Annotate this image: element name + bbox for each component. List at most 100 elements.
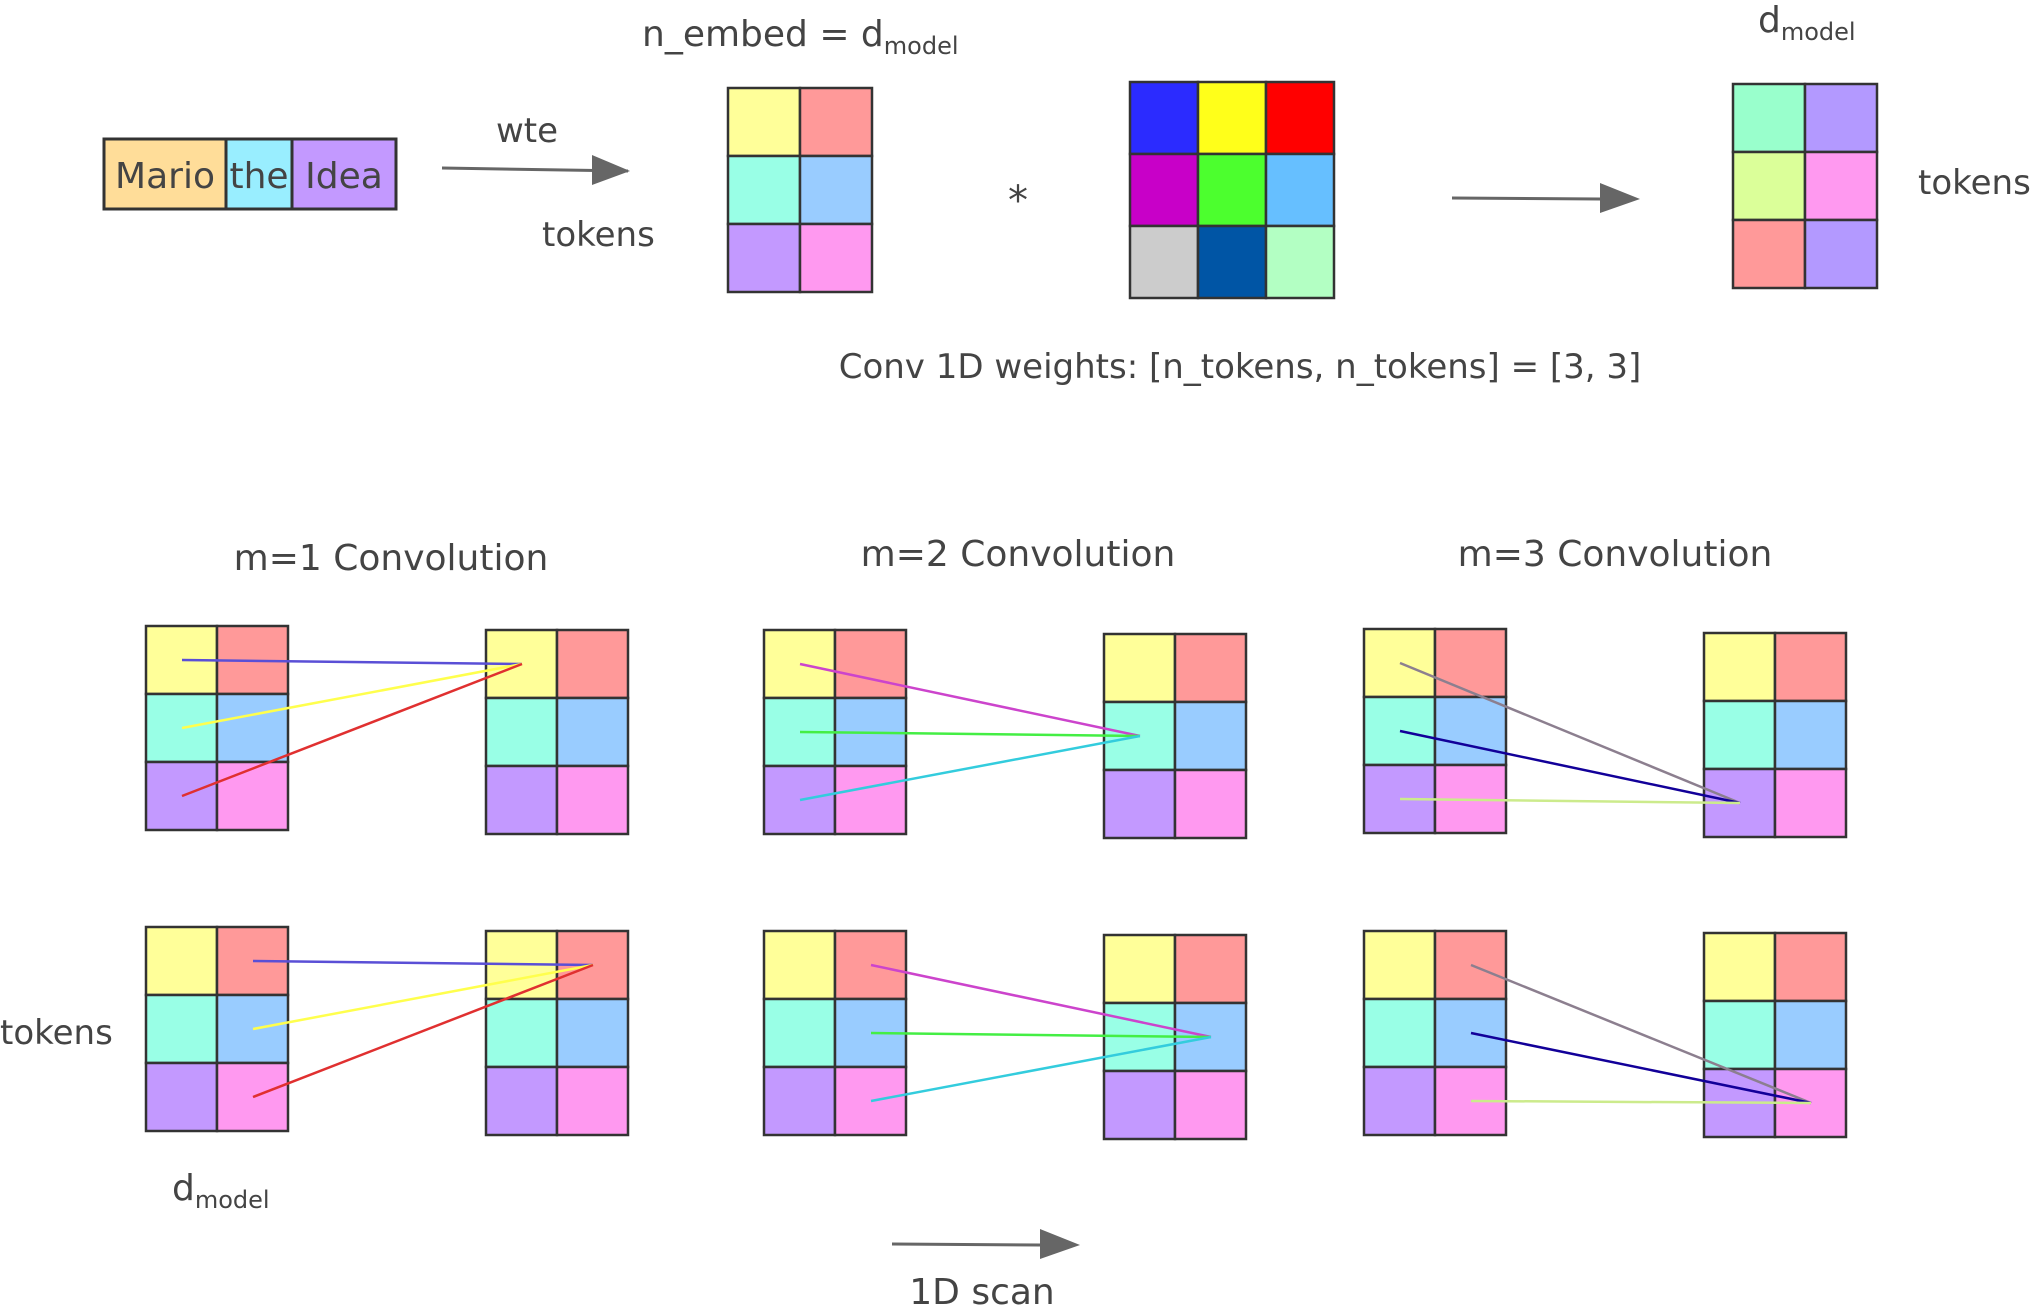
conv-m2-s1-output-cell-r1-c2 bbox=[1173, 632, 1248, 704]
conv-m2-s1-output-cell-r2-c2 bbox=[1173, 700, 1248, 772]
conv-m1-s1-connection-1 bbox=[181, 658, 523, 666]
output-arrow-head bbox=[1600, 183, 1640, 213]
conv-m2-s1-input-cell-r1-c2 bbox=[833, 628, 908, 700]
token-box-mario bbox=[102, 137, 228, 211]
conv-m1-s2-connection-1 bbox=[252, 959, 594, 967]
dmodel-label-output: dmodel bbox=[1758, 0, 1856, 46]
output-arrow bbox=[1451, 196, 1601, 201]
conv-m2-s2-input-cell-r3-c2 bbox=[833, 1065, 908, 1137]
embedding-cell-r3-c1 bbox=[726, 222, 802, 294]
conv-m3-s2-connection-2 bbox=[1470, 1031, 1812, 1105]
conv-m3-s1-output-cell-r2-c1 bbox=[1702, 699, 1777, 771]
conv-m1-s2-output-cell-r2-c1 bbox=[484, 997, 559, 1069]
conv-m2-s2-output-cell-r3-c2 bbox=[1173, 1069, 1248, 1141]
token-box-the bbox=[224, 137, 294, 211]
conv-m1-s1-input-cell-r2-c2 bbox=[215, 692, 290, 764]
output-matrix bbox=[1731, 82, 1879, 290]
dmodel-label-bottom: dmodel bbox=[172, 1168, 270, 1214]
conv-m3-s2-connection-1 bbox=[1470, 963, 1812, 1105]
scan-arrow bbox=[891, 1242, 1041, 1247]
conv-m2-step-2 bbox=[762, 929, 1248, 1141]
conv-m3-s1-output-cell-r1-c2 bbox=[1773, 631, 1848, 703]
conv-m3-s2-output-cell-r2-c2 bbox=[1773, 999, 1848, 1071]
conv-m3-s2-input-cell-r2-c2 bbox=[1433, 997, 1508, 1069]
conv-m3-s1-output-cell-r3-c2 bbox=[1773, 767, 1848, 839]
title-m3-convolution: m=3 Convolution bbox=[1458, 534, 1773, 575]
embedding-cell-r2-c1 bbox=[726, 154, 802, 226]
convolution-panels bbox=[144, 624, 1848, 1141]
weight-cell-r1-c1 bbox=[1128, 80, 1200, 156]
weight-cell-r2-c1 bbox=[1128, 152, 1200, 228]
conv-m2-s1-input-cell-r3-c1 bbox=[762, 764, 837, 836]
conv-m3-s2-input-cell-r1-c1 bbox=[1362, 929, 1437, 1001]
wte-label: wte bbox=[496, 111, 558, 151]
weight-cell-r2-c3 bbox=[1264, 152, 1336, 228]
conv-m1-s1-connection-3 bbox=[181, 662, 523, 798]
embedding-cell-r1-c1 bbox=[726, 86, 802, 158]
conv-m3-s2-input-cell-r2-c1 bbox=[1362, 997, 1437, 1069]
conv1d-weight-matrix bbox=[1128, 80, 1336, 300]
conv-m2-s1-connection-3 bbox=[799, 734, 1141, 802]
multiply-symbol: * bbox=[1008, 178, 1028, 224]
weight-cell-r1-c2 bbox=[1196, 80, 1268, 156]
conv-m2-s2-connection-1 bbox=[870, 963, 1212, 1039]
embedding-cell-r3-c2 bbox=[798, 222, 874, 294]
output-cell-r1-c1 bbox=[1731, 82, 1807, 154]
conv-m3-s1-input-cell-r1-c2 bbox=[1433, 627, 1508, 699]
conv-m3-s1-output-cell-r1-c1 bbox=[1702, 631, 1777, 703]
conv-m1-step-1 bbox=[144, 624, 630, 836]
weight-cell-r2-c2 bbox=[1196, 152, 1268, 228]
conv-m3-s1-connection-2 bbox=[1399, 729, 1741, 805]
conv-m3-s2-input-cell-r1-c2 bbox=[1433, 929, 1508, 1001]
conv-m3-s2-output-cell-r1-c1 bbox=[1702, 931, 1777, 1003]
conv-m1-s2-connection-2 bbox=[252, 963, 594, 1031]
conv-m1-s2-input-cell-r1-c1 bbox=[144, 925, 219, 997]
conv-m3-s1-input-cell-r2-c1 bbox=[1362, 695, 1437, 767]
scan-label: 1D scan bbox=[909, 1272, 1055, 1307]
title-m2-convolution: m=2 Convolution bbox=[861, 534, 1176, 575]
weight-cell-r3-c3 bbox=[1264, 224, 1336, 300]
output-cell-r1-c2 bbox=[1803, 82, 1879, 154]
conv-m1-s1-output-cell-r1-c2 bbox=[555, 628, 630, 700]
embedding-matrix bbox=[726, 86, 874, 294]
conv-m1-s1-output-cell-r2-c1 bbox=[484, 696, 559, 768]
conv-m1-s2-output-cell-r2-c2 bbox=[555, 997, 630, 1069]
conv-m1-step-2 bbox=[144, 925, 630, 1137]
conv-m1-s2-output-cell-r3-c2 bbox=[555, 1065, 630, 1137]
output-cell-r3-c1 bbox=[1731, 218, 1807, 290]
token-label-the: the bbox=[229, 156, 288, 197]
conv-m2-s1-connection-2 bbox=[799, 730, 1141, 738]
weight-cell-r3-c2 bbox=[1196, 224, 1268, 300]
output-cell-r3-c2 bbox=[1803, 218, 1879, 290]
conv-m3-s1-connection-1 bbox=[1399, 661, 1741, 805]
tokens-label-embedding: tokens bbox=[542, 215, 655, 255]
conv-m3-s2-input-cell-r3-c1 bbox=[1362, 1065, 1437, 1137]
token-sequence: Mario the Idea bbox=[102, 137, 398, 211]
tokens-label-bottom: tokens bbox=[0, 1013, 113, 1053]
conv-m2-s2-input-cell-r3-c1 bbox=[762, 1065, 837, 1137]
n-embed-label: n_embed = dmodel bbox=[642, 14, 959, 60]
conv-m2-step-1 bbox=[762, 628, 1248, 840]
conv-m2-s1-input-cell-r3-c2 bbox=[833, 764, 908, 836]
conv-m2-s2-output-cell-r1-c1 bbox=[1102, 933, 1177, 1005]
conv-m1-s1-output-cell-r3-c1 bbox=[484, 764, 559, 836]
conv-m2-s1-input-cell-r1-c1 bbox=[762, 628, 837, 700]
conv-m2-s2-output-cell-r3-c1 bbox=[1102, 1069, 1177, 1141]
conv-m3-step-1 bbox=[1362, 627, 1848, 839]
conv-m2-s2-connection-2 bbox=[870, 1031, 1212, 1039]
conv-m1-s2-connection-3 bbox=[252, 963, 594, 1099]
weight-cell-r1-c3 bbox=[1264, 80, 1336, 156]
tokens-label-output: tokens bbox=[1918, 163, 2031, 203]
weight-cell-r3-c1 bbox=[1128, 224, 1200, 300]
conv-m2-s2-input-cell-r1-c2 bbox=[833, 929, 908, 1001]
conv-m3-s2-output-cell-r1-c2 bbox=[1773, 931, 1848, 1003]
conv-m1-s1-input-cell-r3-c1 bbox=[144, 760, 219, 832]
conv-m3-s2-output-cell-r2-c1 bbox=[1702, 999, 1777, 1071]
conv-m1-s1-input-cell-r3-c2 bbox=[215, 760, 290, 832]
conv-m1-s2-input-cell-r3-c2 bbox=[215, 1061, 290, 1133]
conv-m2-s1-output-cell-r1-c1 bbox=[1102, 632, 1177, 704]
conv-m1-s1-connection-2 bbox=[181, 662, 523, 730]
conv-m1-s1-output-cell-r3-c2 bbox=[555, 764, 630, 836]
wte-arrow-head bbox=[592, 155, 630, 185]
